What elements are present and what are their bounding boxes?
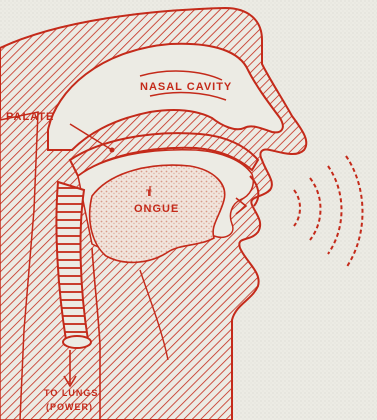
palate-label: PALATE bbox=[6, 111, 54, 123]
tongue-label: ONGUE bbox=[134, 203, 179, 215]
nasal-cavity-label: NASAL CAVITY bbox=[140, 81, 232, 93]
lungs-label-line2: (POWER) bbox=[46, 402, 93, 412]
tongue-prefix-label: T bbox=[146, 188, 153, 198]
palate-pointer-dot bbox=[110, 148, 115, 153]
lungs-label-line1: TO LUNGS bbox=[44, 388, 98, 398]
windpipe-opening bbox=[63, 336, 91, 348]
